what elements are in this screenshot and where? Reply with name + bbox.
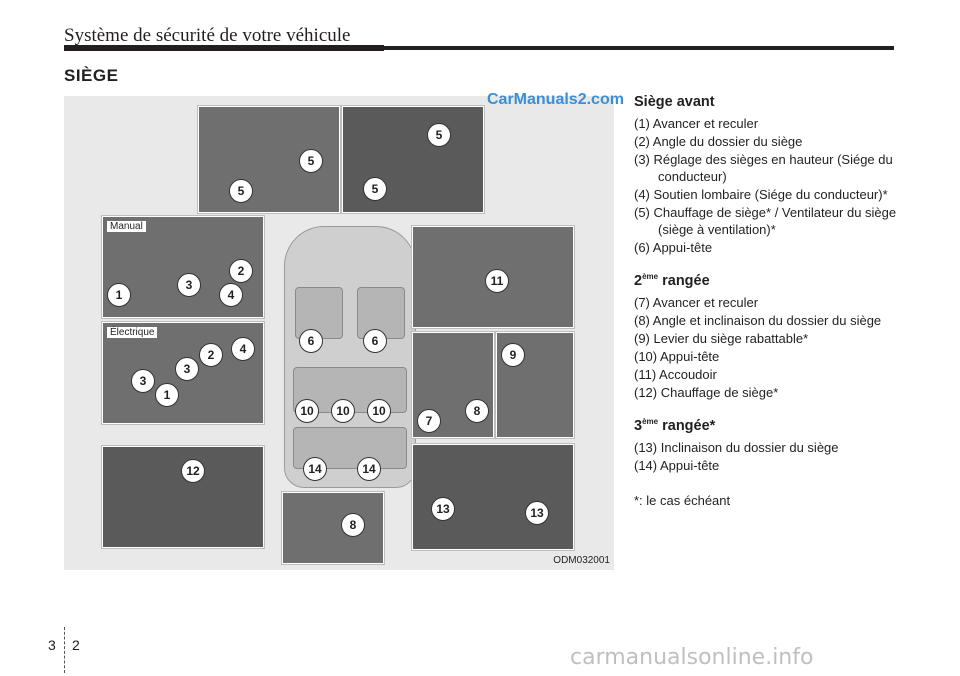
callout-13: 13 — [525, 501, 549, 525]
second-item: (10) Appui-tête — [634, 348, 720, 364]
front-item: (1) Avancer et reculer — [634, 116, 759, 131]
callout-13: 13 — [431, 497, 455, 521]
second-item: (9) Levier du siège rabattable* — [634, 330, 809, 346]
front-item: (2) Angle du dossier du siège — [634, 134, 803, 149]
callout-3: 3 — [175, 357, 199, 381]
page-number: 2 — [72, 637, 80, 653]
front-seat-block: Siège avant (1) Avancer et reculer (2) A… — [634, 94, 914, 256]
callout-5: 5 — [363, 177, 387, 201]
callout-7: 7 — [417, 409, 441, 433]
second-item: (11) Accoudoir — [634, 366, 717, 382]
photo-folding-lever: 8 — [282, 492, 384, 564]
photo-second-row-lever: 9 — [496, 332, 574, 438]
callout-8: 8 — [465, 399, 489, 423]
third-row-heading: 3ème rangée* — [634, 416, 716, 434]
photo-second-row-seat: 7 8 — [412, 332, 494, 438]
callout-2: 2 — [229, 259, 253, 283]
callout-6: 6 — [363, 329, 387, 353]
second-item: (8) Angle et inclinaison du dossier du s… — [634, 312, 882, 328]
photo-third-row: 13 13 — [412, 444, 574, 550]
front-item: (3) Réglage des sièges en hauteur (Siége… — [634, 152, 893, 184]
front-seat-heading: Siège avant — [634, 94, 715, 110]
chapter-number: 3 — [48, 637, 56, 653]
photo-electric-seat: Électrique 2 4 3 3 1 — [102, 322, 264, 424]
footer-watermark: carmanualsonline.info — [570, 645, 814, 670]
seat-figure: 5 5 5 5 Manual 1 2 3 4 Électrique 2 4 3 … — [64, 96, 614, 570]
callout-1: 1 — [155, 383, 179, 407]
photo-armrest: 11 — [412, 226, 574, 328]
callout-10: 10 — [331, 399, 355, 423]
callout-5: 5 — [229, 179, 253, 203]
header-rule — [64, 46, 894, 50]
front-item: (6) Appui-tête — [634, 240, 713, 255]
callout-5: 5 — [299, 149, 323, 173]
car-top-view: 6 6 10 10 10 14 14 — [284, 226, 416, 488]
callout-12: 12 — [181, 459, 205, 483]
callout-14: 14 — [303, 457, 327, 481]
third-item: (14) Appui-tête — [634, 457, 720, 473]
second-item: (12) Chauffage de siège* — [634, 384, 779, 400]
header-rule-accent — [64, 45, 384, 51]
third-item: (13) Inclinaison du dossier du siège — [634, 439, 839, 455]
callout-9: 9 — [501, 343, 525, 367]
callout-5: 5 — [427, 123, 451, 147]
callout-4: 4 — [231, 337, 255, 361]
photo-center-console: 5 5 — [342, 106, 484, 213]
callout-3: 3 — [131, 369, 155, 393]
footer-divider — [64, 627, 66, 673]
front-item: (4) Soutien lombaire (Siége du conducteu… — [634, 187, 888, 202]
label-manual: Manual — [107, 221, 146, 232]
front-item: (5) Chauffage de siège* / Ventilateur du… — [634, 205, 897, 237]
callout-10: 10 — [367, 399, 391, 423]
callout-14: 14 — [357, 457, 381, 481]
second-row-block: 2ème rangée (7) Avancer et reculer (8) A… — [634, 268, 914, 401]
photo-manual-seat: Manual 1 2 3 4 — [102, 216, 264, 318]
label-electric: Électrique — [107, 327, 158, 338]
legend-column: Siège avant (1) Avancer et reculer (2) A… — [634, 94, 914, 510]
photo-rear-heater: 12 — [102, 446, 264, 548]
figure-code: ODM032001 — [553, 555, 610, 566]
photo-front-seat-switches: 5 5 — [198, 106, 340, 213]
page-header-title: Système de sécurité de votre véhicule — [64, 25, 351, 46]
section-title: SIÈGE — [64, 66, 119, 85]
callout-3: 3 — [177, 273, 201, 297]
callout-10: 10 — [295, 399, 319, 423]
callout-8: 8 — [341, 513, 365, 537]
callout-1: 1 — [107, 283, 131, 307]
second-row-heading: 2ème rangée — [634, 272, 710, 289]
watermark-logo: CarManuals2.com — [487, 91, 624, 108]
second-item: (7) Avancer et reculer — [634, 294, 759, 310]
footnote: *: le cas échéant — [634, 492, 731, 508]
callout-6: 6 — [299, 329, 323, 353]
callout-4: 4 — [219, 283, 243, 307]
callout-11: 11 — [485, 269, 509, 293]
callout-2: 2 — [199, 343, 223, 367]
third-row-block: 3ème rangée* (13) Inclinaison du dossier… — [634, 413, 914, 474]
